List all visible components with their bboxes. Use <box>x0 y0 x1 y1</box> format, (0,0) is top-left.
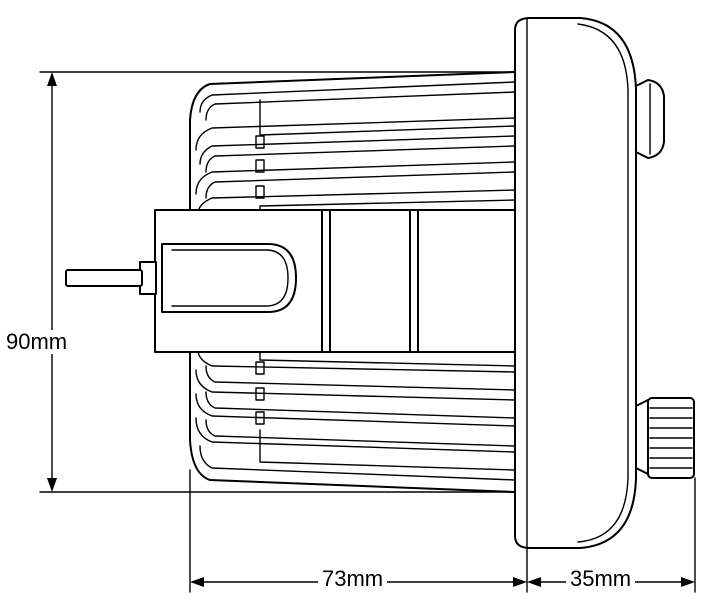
u-clamp <box>161 243 297 313</box>
height-arrow-bottom <box>47 478 57 492</box>
depth-dimension-label: 73mm <box>318 567 388 591</box>
gauge-body <box>189 71 516 493</box>
bezel-outline <box>514 17 637 549</box>
height-dimension-label: 90mm <box>6 329 68 354</box>
flange-dimension-label: 35mm <box>566 567 636 591</box>
top-knob <box>635 79 665 159</box>
bottom-knob <box>635 397 695 479</box>
bezel-flange <box>514 17 637 549</box>
depth-arrow-right <box>513 577 527 587</box>
height-dimension <box>39 71 516 493</box>
flange-arrow-left <box>527 577 541 587</box>
depth-arrow-left <box>190 577 204 587</box>
threaded-stud <box>65 269 143 287</box>
mounting-bracket <box>65 209 523 353</box>
height-arrow-top <box>47 72 57 86</box>
flange-arrow-right <box>681 577 695 587</box>
